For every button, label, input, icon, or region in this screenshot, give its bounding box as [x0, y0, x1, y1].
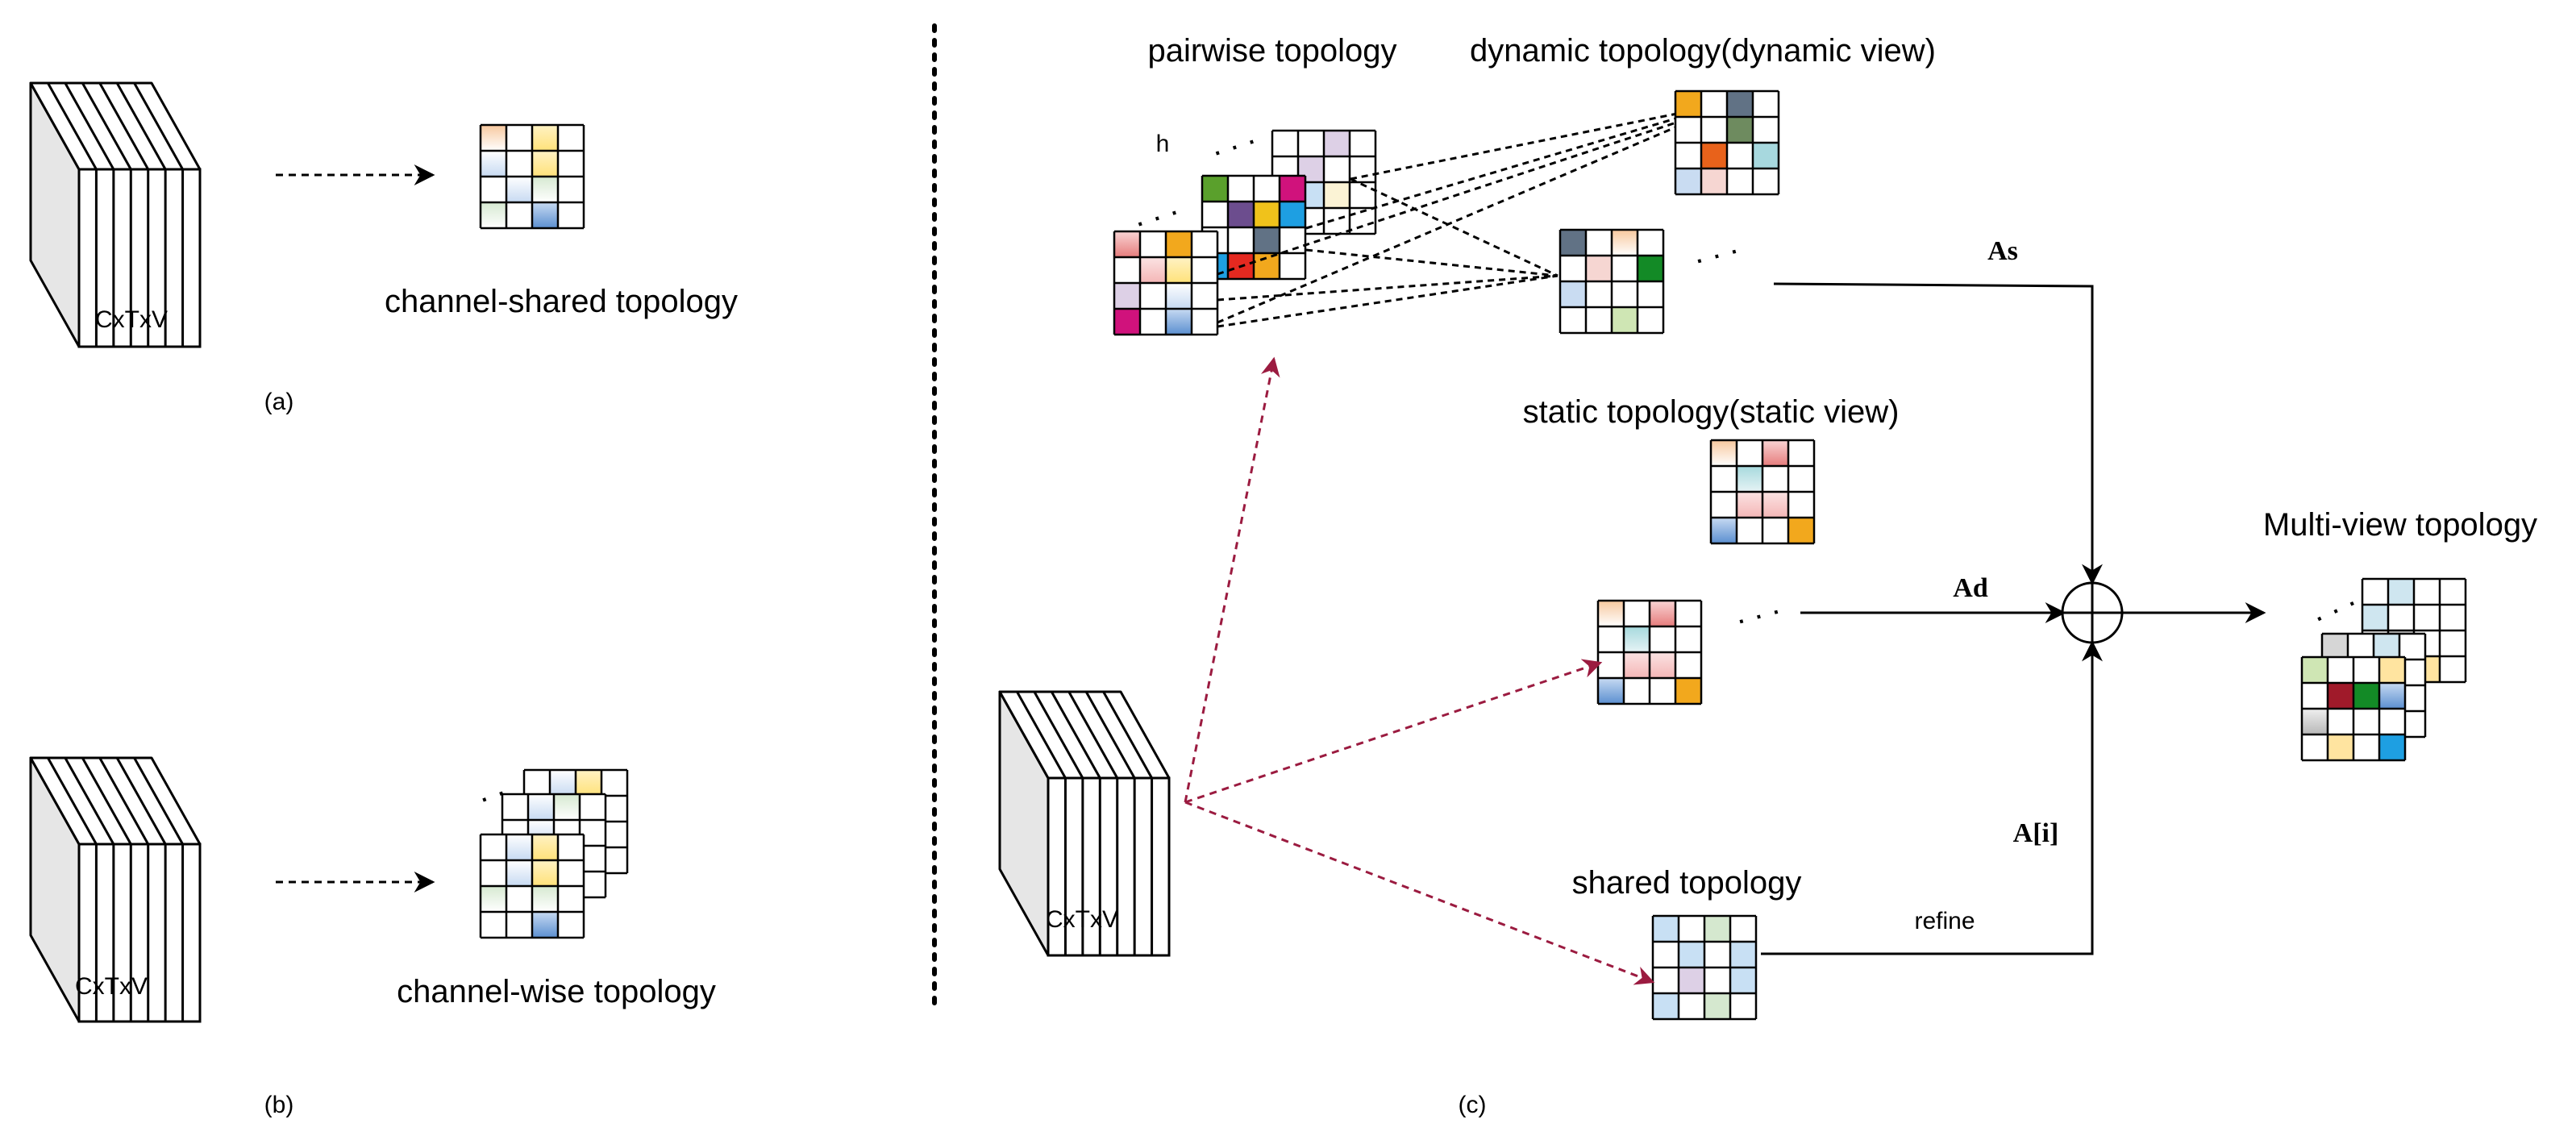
dynamic-topology-label: dynamic topology(dynamic view) [1470, 33, 1936, 69]
static-topology-label: static topology(static view) [1523, 394, 1900, 430]
ellipsis-pairwise-top: . . . [1205, 115, 1259, 163]
caption-c: (c) [1459, 1092, 1487, 1118]
pairwise-connections [1217, 111, 1682, 328]
shared-flow-line [1761, 640, 2103, 955]
projection-arrow-ad [1184, 659, 1603, 804]
ai-label: A[i] [2013, 818, 2059, 848]
sum-node [2061, 581, 2124, 644]
ellipsis-pairwise-left: . . . [1128, 186, 1181, 234]
projection-arrow-pairwise [1184, 356, 1280, 803]
channel-wise-topology-label: channel-wise topology [397, 974, 716, 1009]
channel-wise-matrix-front [479, 833, 585, 939]
multi-view-matrix-front [2300, 655, 2407, 762]
static-topology-matrix [1709, 439, 1816, 545]
projection-arrow-shared [1184, 801, 1655, 985]
tensor-block-a [29, 81, 202, 348]
ad-label: Ad [1953, 573, 1988, 603]
tensor-block-b [29, 756, 202, 1023]
multi-view-topology-label: Multi-view topology [2263, 507, 2537, 543]
ad-input-matrix [1596, 599, 1703, 705]
pairwise-matrix-front [1113, 230, 1219, 336]
shared-topology-matrix [1651, 914, 1758, 1021]
dynamic-sample-matrix [1559, 228, 1665, 335]
tensor-label-a: CxTxV [95, 306, 168, 333]
refine-label: refine [1914, 908, 1975, 934]
channel-shared-topology-label: channel-shared topology [385, 284, 738, 319]
as-flow-line [1773, 282, 2103, 585]
dynamic-topology-matrix [1674, 89, 1780, 196]
as-label: As [1987, 236, 2018, 266]
h-label: h [1156, 131, 1170, 157]
pairwise-topology-label: pairwise topology [1147, 33, 1396, 69]
caption-a: (a) [264, 389, 294, 415]
channel-shared-matrix [479, 123, 585, 230]
ellipsis-multi-view: . . . [2304, 578, 2360, 629]
tensor-label-b: CxTxV [75, 973, 148, 1000]
ellipsis-dynamic: . . . [1688, 225, 1741, 271]
ellipsis-ad: . . . [1730, 585, 1783, 631]
caption-b: (b) [264, 1092, 294, 1118]
shared-topology-label: shared topology [1572, 865, 1802, 901]
projection-arrows [1184, 356, 1655, 985]
tensor-label-c: CxTxV [1046, 906, 1118, 933]
tensor-block-c [998, 690, 1171, 957]
